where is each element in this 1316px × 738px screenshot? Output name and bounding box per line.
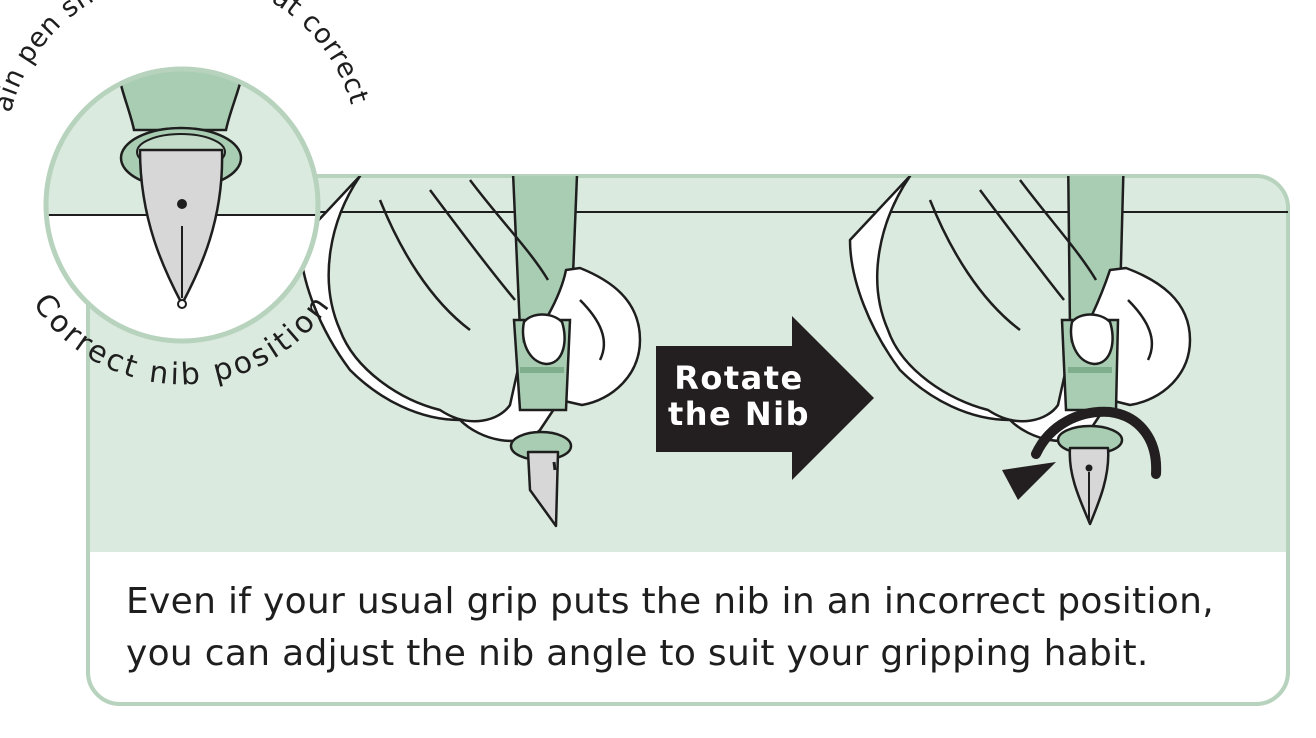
hand-holding-pen-corrected-icon <box>848 176 1192 456</box>
hand-holding-pen-icon <box>300 176 642 528</box>
caption-line1: Even if your usual grip puts the nib in … <box>126 581 1214 622</box>
rotate-arrow-line2: the Nib <box>667 395 811 433</box>
diagram-caption: Even if your usual grip puts the nib in … <box>126 576 1266 680</box>
rotation-arrow-icon <box>1002 406 1162 500</box>
rotate-arrow-line1: Rotate <box>674 359 804 397</box>
rotate-arrow-label: Rotate the Nib <box>664 360 814 432</box>
rotate-arrow <box>656 316 874 480</box>
fountain-pen-nib-icon <box>1068 446 1110 526</box>
caption-line2: you can adjust the nib angle to suit you… <box>126 633 1149 674</box>
